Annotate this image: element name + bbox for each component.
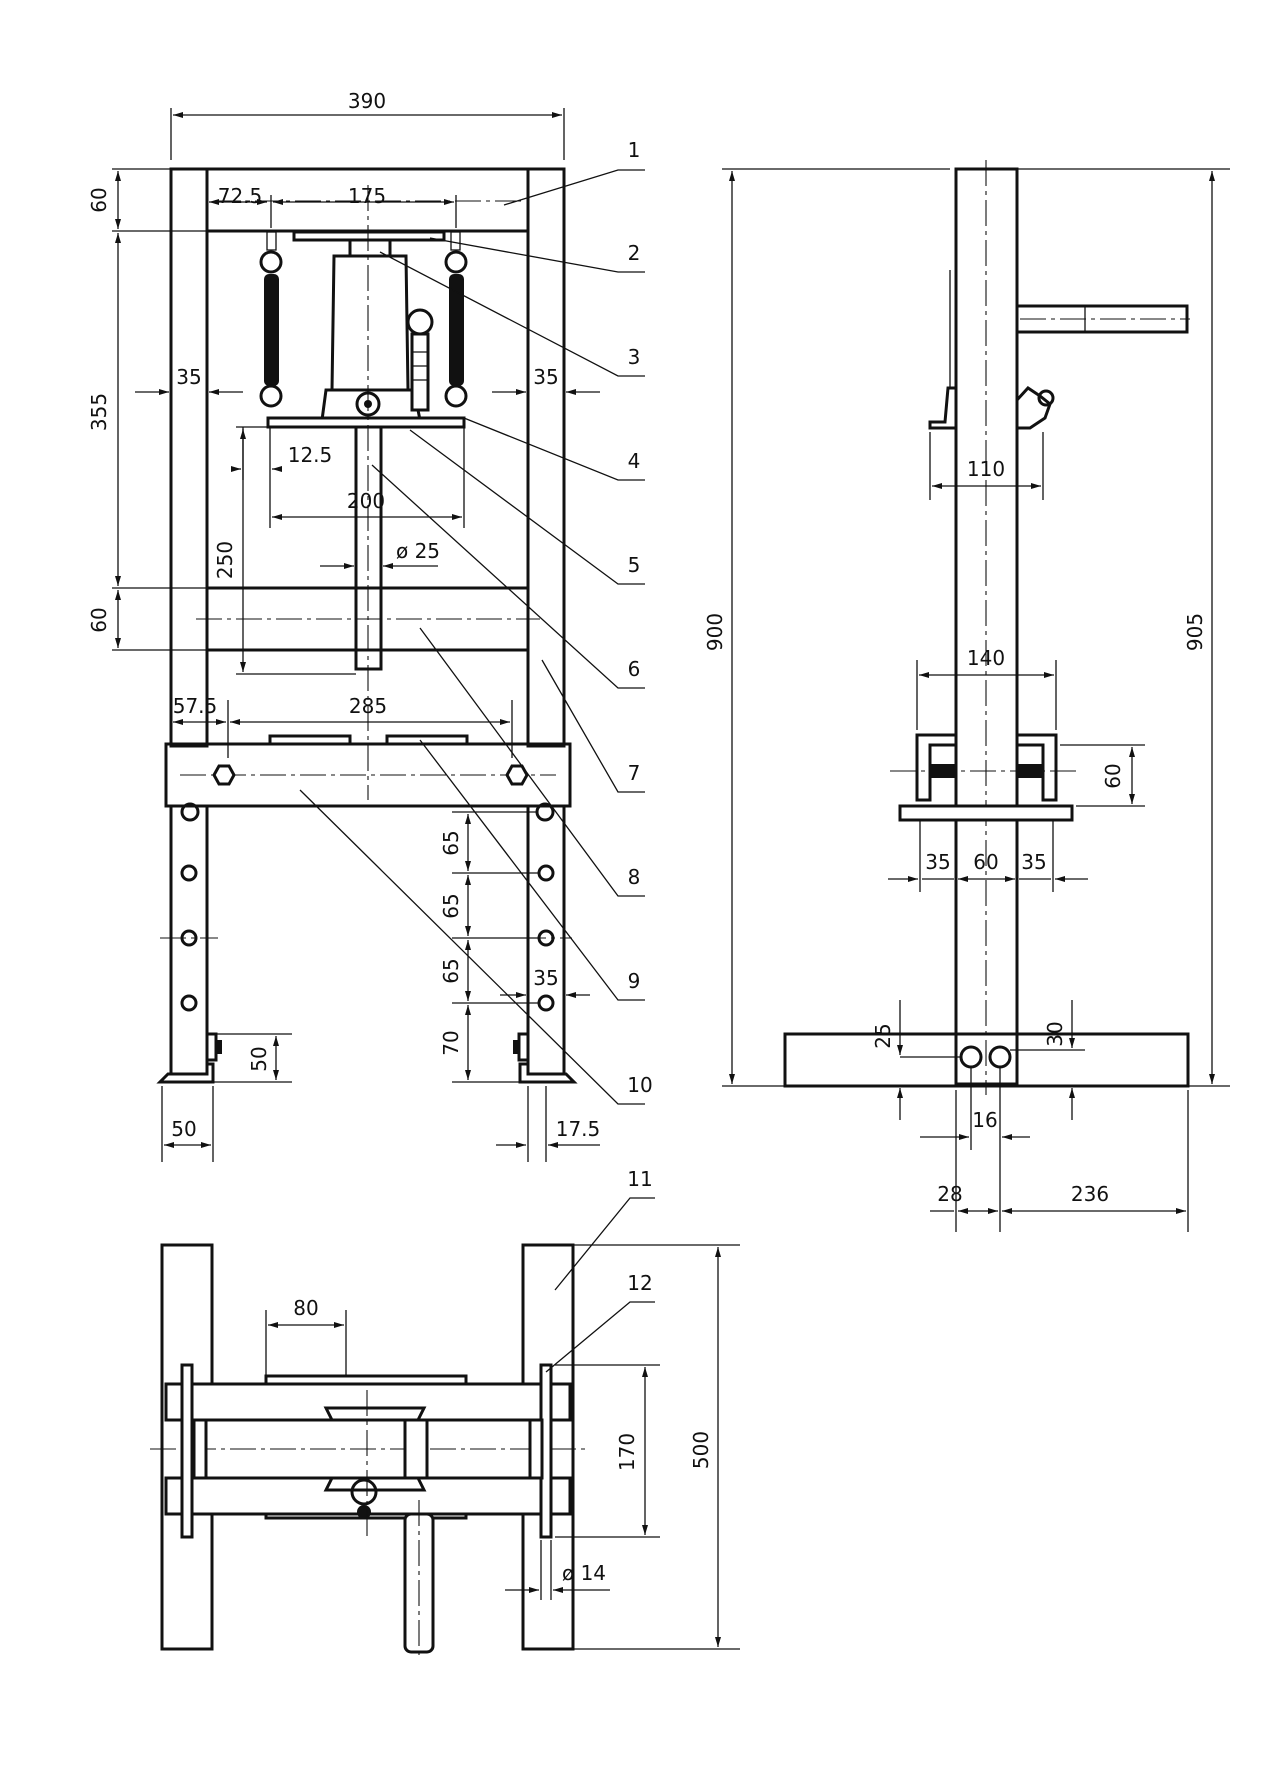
side-jack-valve	[1015, 386, 1052, 430]
left-column	[169, 167, 209, 748]
dim-bracket-height: 60	[1101, 763, 1125, 788]
right-table-plate	[385, 734, 469, 746]
dim-base-left: 25	[871, 1023, 895, 1048]
dim-right-column: 35	[533, 365, 558, 389]
dim-foot-height: 50	[247, 1046, 271, 1071]
part-leaders: 1 2 3 4 5 6 7 8 9 10	[299, 138, 653, 1105]
side-view: 900 905 110 140 60 35 60 35 25	[703, 160, 1230, 1232]
part-label-2: 2	[628, 241, 641, 265]
top-dimensions: 80 170 500 ø 14	[265, 1244, 740, 1650]
right-foot	[513, 1032, 578, 1084]
part-label-3: 3	[628, 345, 641, 369]
dim-top-bolt-span: 170	[615, 1433, 639, 1471]
part-label-12: 12	[627, 1271, 652, 1295]
part-label-5: 5	[628, 553, 641, 577]
dim-hole-pitch-1: 65	[439, 830, 463, 855]
part-label-1: 1	[628, 138, 641, 162]
dim-rod-diameter: ø 25	[396, 539, 440, 563]
dim-left-column: 35	[176, 365, 201, 389]
dim-side-height-left: 900	[703, 613, 727, 651]
bottle-jack	[320, 238, 434, 422]
dim-top-plate-width: 80	[293, 1296, 318, 1320]
dim-base-right: 30	[1043, 1021, 1067, 1046]
dim-bracket-width: 140	[967, 646, 1005, 670]
part-label-11: 11	[627, 1167, 652, 1191]
side-dimensions: 900 905 110 140 60 35 60 35 25	[703, 168, 1230, 1232]
left-table-nut	[212, 764, 236, 786]
dim-lower-height: 250	[213, 541, 237, 579]
dim-plate-width: 200	[347, 489, 385, 513]
dim-top-overall-depth: 500	[689, 1431, 713, 1469]
dim-hole-pitch-2: 65	[439, 893, 463, 918]
part-label-4: 4	[628, 449, 641, 473]
dim-top-offset: 72.5	[218, 184, 263, 208]
dim-bolt-span: 285	[349, 694, 387, 718]
side-jack-left	[928, 386, 958, 430]
dim-foot-back: 28	[937, 1182, 962, 1206]
front-view: 390 72.5 175 60 355 60 35 35 12.5 200	[87, 89, 653, 1162]
dim-foot-width: 50	[171, 1117, 196, 1141]
dim-bolt-gap: 16	[972, 1108, 997, 1132]
dim-bolt-edge: 57.5	[173, 694, 218, 718]
dim-mid-beam: 60	[87, 607, 111, 632]
dim-column-depth: 60	[973, 850, 998, 874]
dim-foot-front: 236	[1071, 1182, 1109, 1206]
dim-offset-left: 35	[925, 850, 950, 874]
part-label-6: 6	[628, 657, 641, 681]
press-table	[164, 742, 572, 808]
dim-overall-width: 390	[348, 89, 386, 113]
dim-hole-pitch-3: 65	[439, 958, 463, 983]
dim-top-beam: 60	[87, 187, 111, 212]
side-base-bolt-2	[988, 1045, 1012, 1069]
dim-inner-height: 355	[87, 393, 111, 431]
dim-side-height-right: 905	[1183, 613, 1207, 651]
part-label-10: 10	[627, 1073, 652, 1097]
side-base-bolt-1	[959, 1045, 983, 1069]
dim-offset-right: 35	[1021, 850, 1046, 874]
side-table-bracket	[890, 733, 1080, 822]
dim-plate-edge: 12.5	[288, 443, 333, 467]
left-table-plate	[268, 734, 352, 746]
left-spring	[259, 231, 283, 408]
front-dimensions: 390 72.5 175 60 355 60 35 35 12.5 200	[87, 89, 600, 1162]
dim-hole-bottom: 70	[439, 1030, 463, 1055]
dim-top-bolt-diameter: ø 14	[562, 1561, 606, 1585]
dim-jack-base: 110	[967, 457, 1005, 481]
side-base-foot	[783, 1032, 1190, 1088]
right-spring	[444, 231, 468, 408]
left-foot	[156, 1032, 222, 1084]
dim-foot-edge: 17.5	[556, 1117, 601, 1141]
right-column	[526, 167, 566, 748]
part-label-7: 7	[628, 761, 641, 785]
dim-leg-width: 35	[533, 966, 558, 990]
top-jack	[323, 1406, 429, 1519]
right-table-nut	[505, 764, 529, 786]
part-label-8: 8	[628, 865, 641, 889]
dim-spring-span: 175	[348, 184, 386, 208]
side-column	[954, 167, 1019, 1086]
top-view: 80 170 500 ø 14 11 12	[150, 1167, 740, 1660]
top-part-leaders: 11 12	[545, 1167, 655, 1373]
top-bolts	[180, 1363, 553, 1539]
part-label-9: 9	[628, 969, 641, 993]
